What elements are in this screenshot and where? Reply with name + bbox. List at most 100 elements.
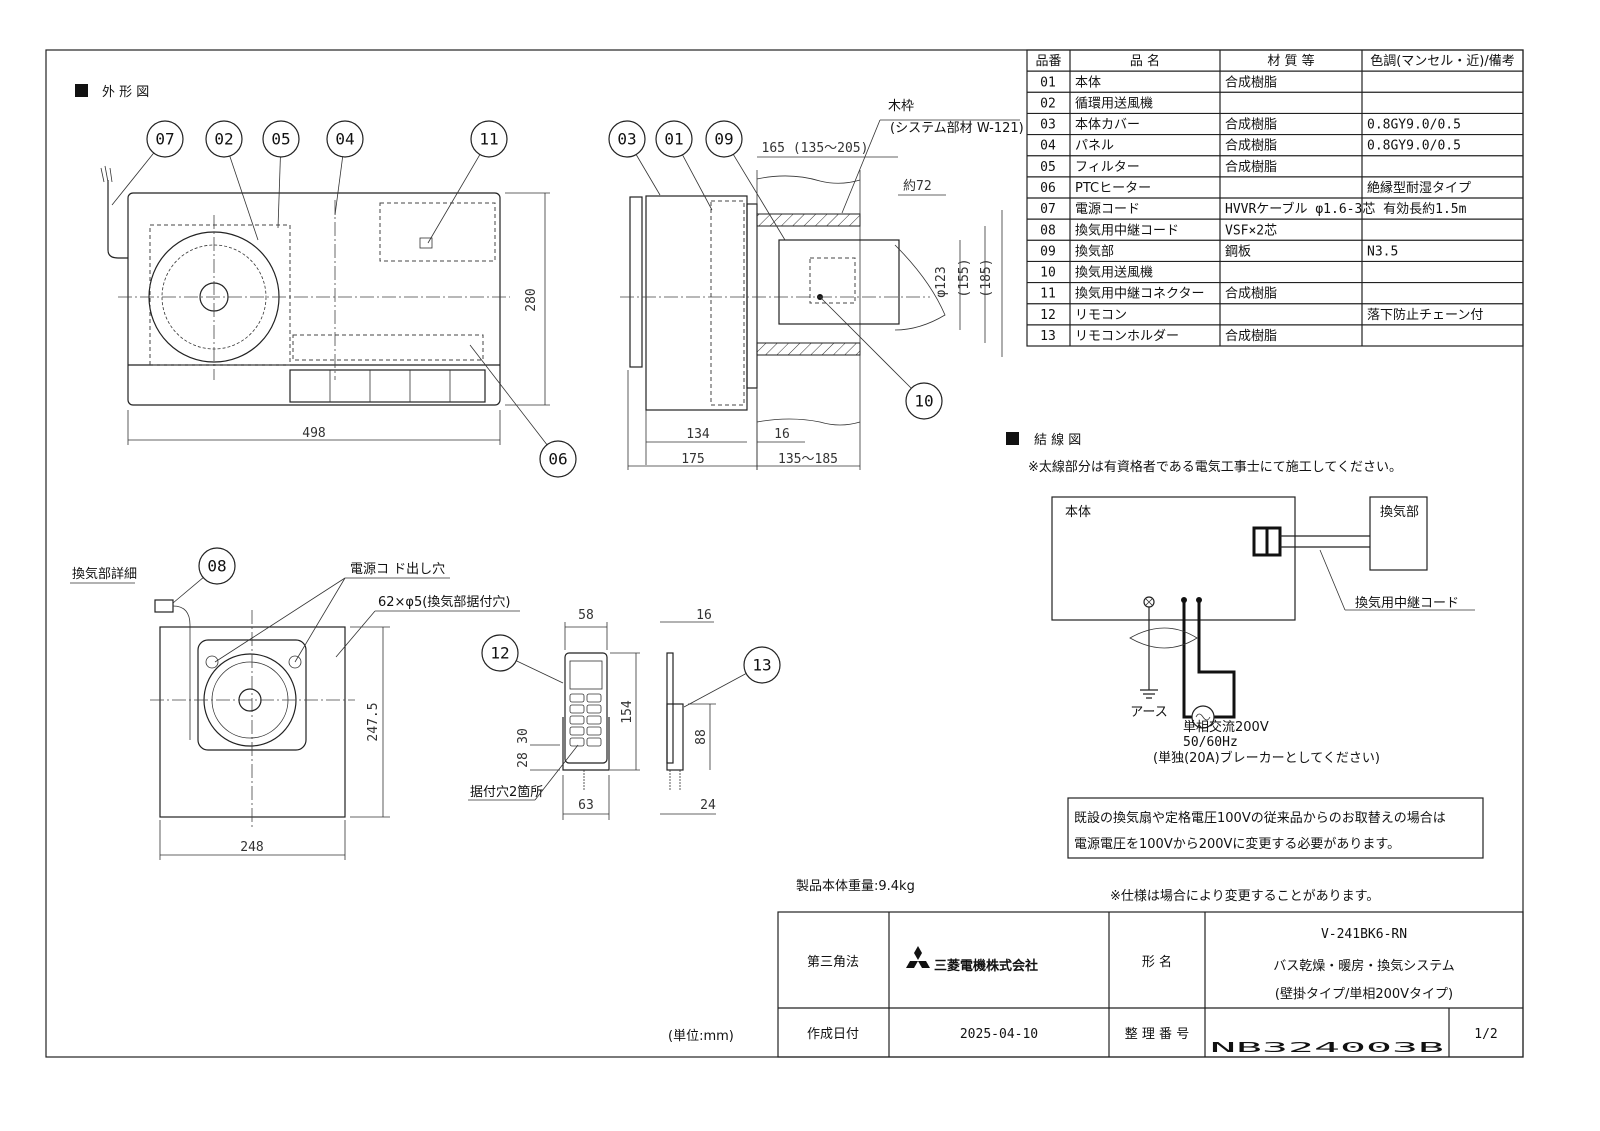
- balloon-label: 13: [752, 656, 771, 675]
- remote-key: [569, 704, 585, 714]
- part-balloon: [743, 646, 781, 684]
- table-cell: フィルター: [1075, 160, 1140, 175]
- front-view: 498 280: [100, 165, 550, 445]
- table-header: 色調(マンセル・近)/備考: [1370, 53, 1515, 69]
- table-cell: 0.8GY9.0/0.5: [1367, 139, 1461, 154]
- notice-line-1: 既設の換気扇や定格電圧100Vの従来品からのお取替えの場合は: [1074, 810, 1446, 826]
- company-name: 三菱電機株式会社: [934, 958, 1038, 974]
- balloon-label: 04: [335, 130, 354, 149]
- side-view: 134 16 175 135～185 165 (135～205) 約72 木枠 …: [620, 99, 1024, 470]
- section-outline-title: 外 形 図: [102, 85, 149, 100]
- table-header: 品番: [1035, 54, 1061, 69]
- part-balloon: [146, 120, 184, 158]
- table-cell: 電源コード: [1075, 202, 1140, 217]
- notice-line-2: 電源電圧を100Vから200Vに変更する必要があります。: [1074, 836, 1400, 852]
- table-cell: 11: [1040, 287, 1056, 302]
- table-cell: 06: [1040, 181, 1056, 196]
- power-cord: [107, 180, 128, 259]
- balloon-label: 06: [548, 450, 567, 469]
- number-label: 整 理 番 号: [1125, 1027, 1189, 1042]
- table-cell: 07: [1040, 202, 1056, 217]
- remote-key: [586, 693, 602, 703]
- cord-hole-label: 電源コ ド出し穴: [350, 562, 445, 577]
- remote-key: [586, 726, 602, 736]
- mitsubishi-logo-icon: [906, 946, 930, 968]
- title-block: 第三角法 三菱電機株式会社 形 名 V-241BK6-RN バス乾燥・暖房・換気…: [777, 911, 1524, 1058]
- balloon-label: 12: [490, 644, 509, 663]
- part-balloon: [326, 120, 364, 158]
- creation-date: 2025-04-10: [960, 1027, 1038, 1042]
- section-vent-detail-title: 換気部詳細: [72, 566, 137, 582]
- part-balloon: [481, 634, 519, 672]
- section-marker: [75, 84, 88, 97]
- page-number: 1/2: [1474, 1027, 1497, 1042]
- dim-wall-range: 135～185: [778, 452, 838, 467]
- part-balloon: [539, 440, 577, 478]
- dim-remote-28: 28: [516, 752, 531, 768]
- remote-view: 58 154 28 30 63 据付穴2箇所 16 88 24: [468, 608, 716, 820]
- frame-label: 木枠: [888, 99, 914, 114]
- sheet-border: [45, 49, 1524, 1058]
- projection-method: 第三角法: [807, 955, 859, 970]
- relay-connector: [154, 599, 174, 613]
- frame-note: (システム部材 W-121): [890, 121, 1024, 136]
- wiring-diagram: ※太線部分は有資格者である電気工事士にて施工してください。 本体 換気部 換気用…: [1028, 459, 1475, 766]
- vent-detail-view: 247.5 248 電源コ ド出し穴 62×φ5(換気部据付穴): [150, 562, 520, 860]
- section-marker: [1006, 432, 1019, 445]
- product-type: (壁掛タイプ/単相200Vタイプ): [1275, 986, 1453, 1002]
- dim-vent-height: 247.5: [366, 702, 381, 741]
- part-balloon: [198, 547, 236, 585]
- remote-mount-label: 据付穴2箇所: [470, 784, 543, 800]
- model-label: 形 名: [1142, 954, 1172, 970]
- part-balloon: [262, 120, 300, 158]
- spec-change-note: ※仕様は場合により変更することがあります。: [1110, 888, 1379, 904]
- balloon-label: 02: [214, 130, 233, 149]
- dim-remote-30: 30: [516, 728, 531, 744]
- balloon-label: 05: [271, 130, 290, 149]
- remote-key: [586, 737, 602, 747]
- table-cell: 09: [1040, 244, 1056, 259]
- dim-phi-123: φ123: [934, 266, 949, 297]
- date-label: 作成日付: [807, 1027, 859, 1042]
- table-cell: 08: [1040, 223, 1056, 238]
- remote-key: [569, 737, 585, 747]
- table-cell: リモコン: [1075, 308, 1127, 323]
- part-balloon: [705, 120, 743, 158]
- dim-side-body: 134: [686, 427, 710, 442]
- remote-holder: [666, 703, 684, 771]
- dim-holder-24: 24: [700, 798, 716, 813]
- remote-key: [569, 715, 585, 725]
- table-cell: 循環用送風機: [1075, 96, 1153, 111]
- table-cell: HVVRケーブル φ1.6-3芯 有効長約1.5m: [1225, 201, 1467, 217]
- dim-approx-72: 約72: [903, 179, 932, 194]
- table-cell: 12: [1040, 308, 1056, 323]
- balloon-label: 08: [207, 557, 226, 576]
- model-number: V-241BK6-RN: [1321, 927, 1407, 942]
- section-wiring-title: 結 線 図: [1034, 432, 1081, 448]
- earth-label: アース: [1130, 705, 1168, 720]
- dim-front-height: 280: [524, 288, 539, 311]
- remote-key: [586, 715, 602, 725]
- dim-155: (155): [957, 258, 972, 297]
- table-cell: 換気用送風機: [1075, 265, 1153, 281]
- dim-remote-height: 154: [620, 700, 635, 724]
- part-balloon: [470, 120, 508, 158]
- table-cell: PTCヒーター: [1075, 181, 1151, 196]
- table-cell: 本体: [1075, 75, 1101, 90]
- table-cell: 合成樹脂: [1225, 139, 1277, 154]
- dim-remote-width: 58: [578, 608, 594, 623]
- table-cell: 02: [1040, 96, 1056, 111]
- part-balloon: [905, 382, 943, 420]
- table-cell: 04: [1040, 139, 1056, 154]
- table-cell: 合成樹脂: [1225, 329, 1277, 344]
- remote-key: [586, 704, 602, 714]
- dim-185: (185): [979, 258, 994, 297]
- remote-control: [564, 652, 608, 764]
- product-weight: 製品本体重量:9.4kg: [796, 878, 915, 894]
- remote-key: [569, 693, 585, 703]
- part-balloon: [205, 120, 243, 158]
- part-balloon: [655, 120, 693, 158]
